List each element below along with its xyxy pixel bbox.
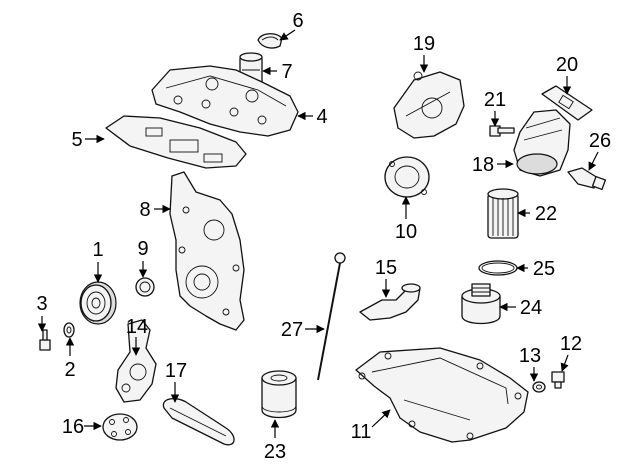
callout-12: 12 [560, 333, 582, 355]
callout-18: 18 [472, 154, 494, 176]
part-25-o-ring [478, 260, 518, 276]
part-22-oil-filter-element [487, 188, 519, 239]
part-13-drain-washer [532, 381, 546, 393]
part-6-oil-filler-cap [257, 33, 283, 49]
part-10-seal [384, 156, 430, 198]
callout-21: 21 [484, 89, 506, 111]
part-24-filter-cap [461, 283, 501, 325]
callout-23: 23 [264, 441, 286, 463]
part-9-seal [135, 277, 155, 297]
part-8-timing-cover [169, 171, 245, 331]
callout-25: 25 [533, 258, 555, 280]
part-23-oil-filter [261, 370, 297, 419]
callout-24: 24 [520, 297, 542, 319]
part-27-dipstick [317, 252, 346, 381]
callout-labels: 6 7 4 5 8 9 1 3 2 14 16 17 23 27 15 11 1… [36, 10, 611, 463]
part-12-drain-plug [551, 371, 565, 389]
part-2-washer [63, 322, 75, 338]
part-20-gasket [541, 85, 593, 121]
callout-8: 8 [139, 199, 150, 221]
part-11-oil-pan [355, 347, 529, 443]
callout-1: 1 [92, 239, 103, 261]
callout-26: 26 [589, 130, 611, 152]
callout-19: 19 [413, 33, 435, 55]
part-5-valve-cover-gasket [105, 115, 247, 169]
callout-15: 15 [375, 257, 397, 279]
callout-9: 9 [137, 238, 148, 260]
callout-22: 22 [535, 203, 557, 225]
part-4-valve-cover [151, 65, 299, 137]
callout-27: 27 [281, 319, 303, 341]
callout-11: 11 [351, 421, 372, 443]
part-17-oil-pump-chain [162, 397, 235, 446]
callout-13: 13 [519, 345, 541, 367]
callout-4: 4 [316, 106, 327, 128]
callout-10: 10 [395, 221, 417, 243]
part-3-bolt [39, 329, 51, 351]
callout-2: 2 [64, 359, 75, 381]
part-15-oil-pickup-tube [359, 283, 421, 321]
part-19-oil-filter-adapter [393, 71, 465, 139]
part-14-oil-pump [115, 319, 157, 403]
part-1-crank-pulley [79, 281, 117, 325]
part-26-oil-pressure-sensor [567, 167, 607, 191]
callout-14: 14 [126, 316, 148, 338]
callout-7: 7 [281, 61, 292, 83]
leader-lines [37, 29, 599, 438]
callout-3: 3 [36, 293, 47, 315]
callout-16: 16 [62, 416, 84, 438]
callout-5: 5 [71, 129, 82, 151]
part-21-bolt [489, 125, 515, 137]
callout-20: 20 [556, 54, 578, 76]
callout-17: 17 [165, 360, 187, 382]
callout-6: 6 [292, 10, 303, 32]
part-18-oil-cooler [513, 109, 571, 177]
part-16-gasket [102, 413, 138, 441]
